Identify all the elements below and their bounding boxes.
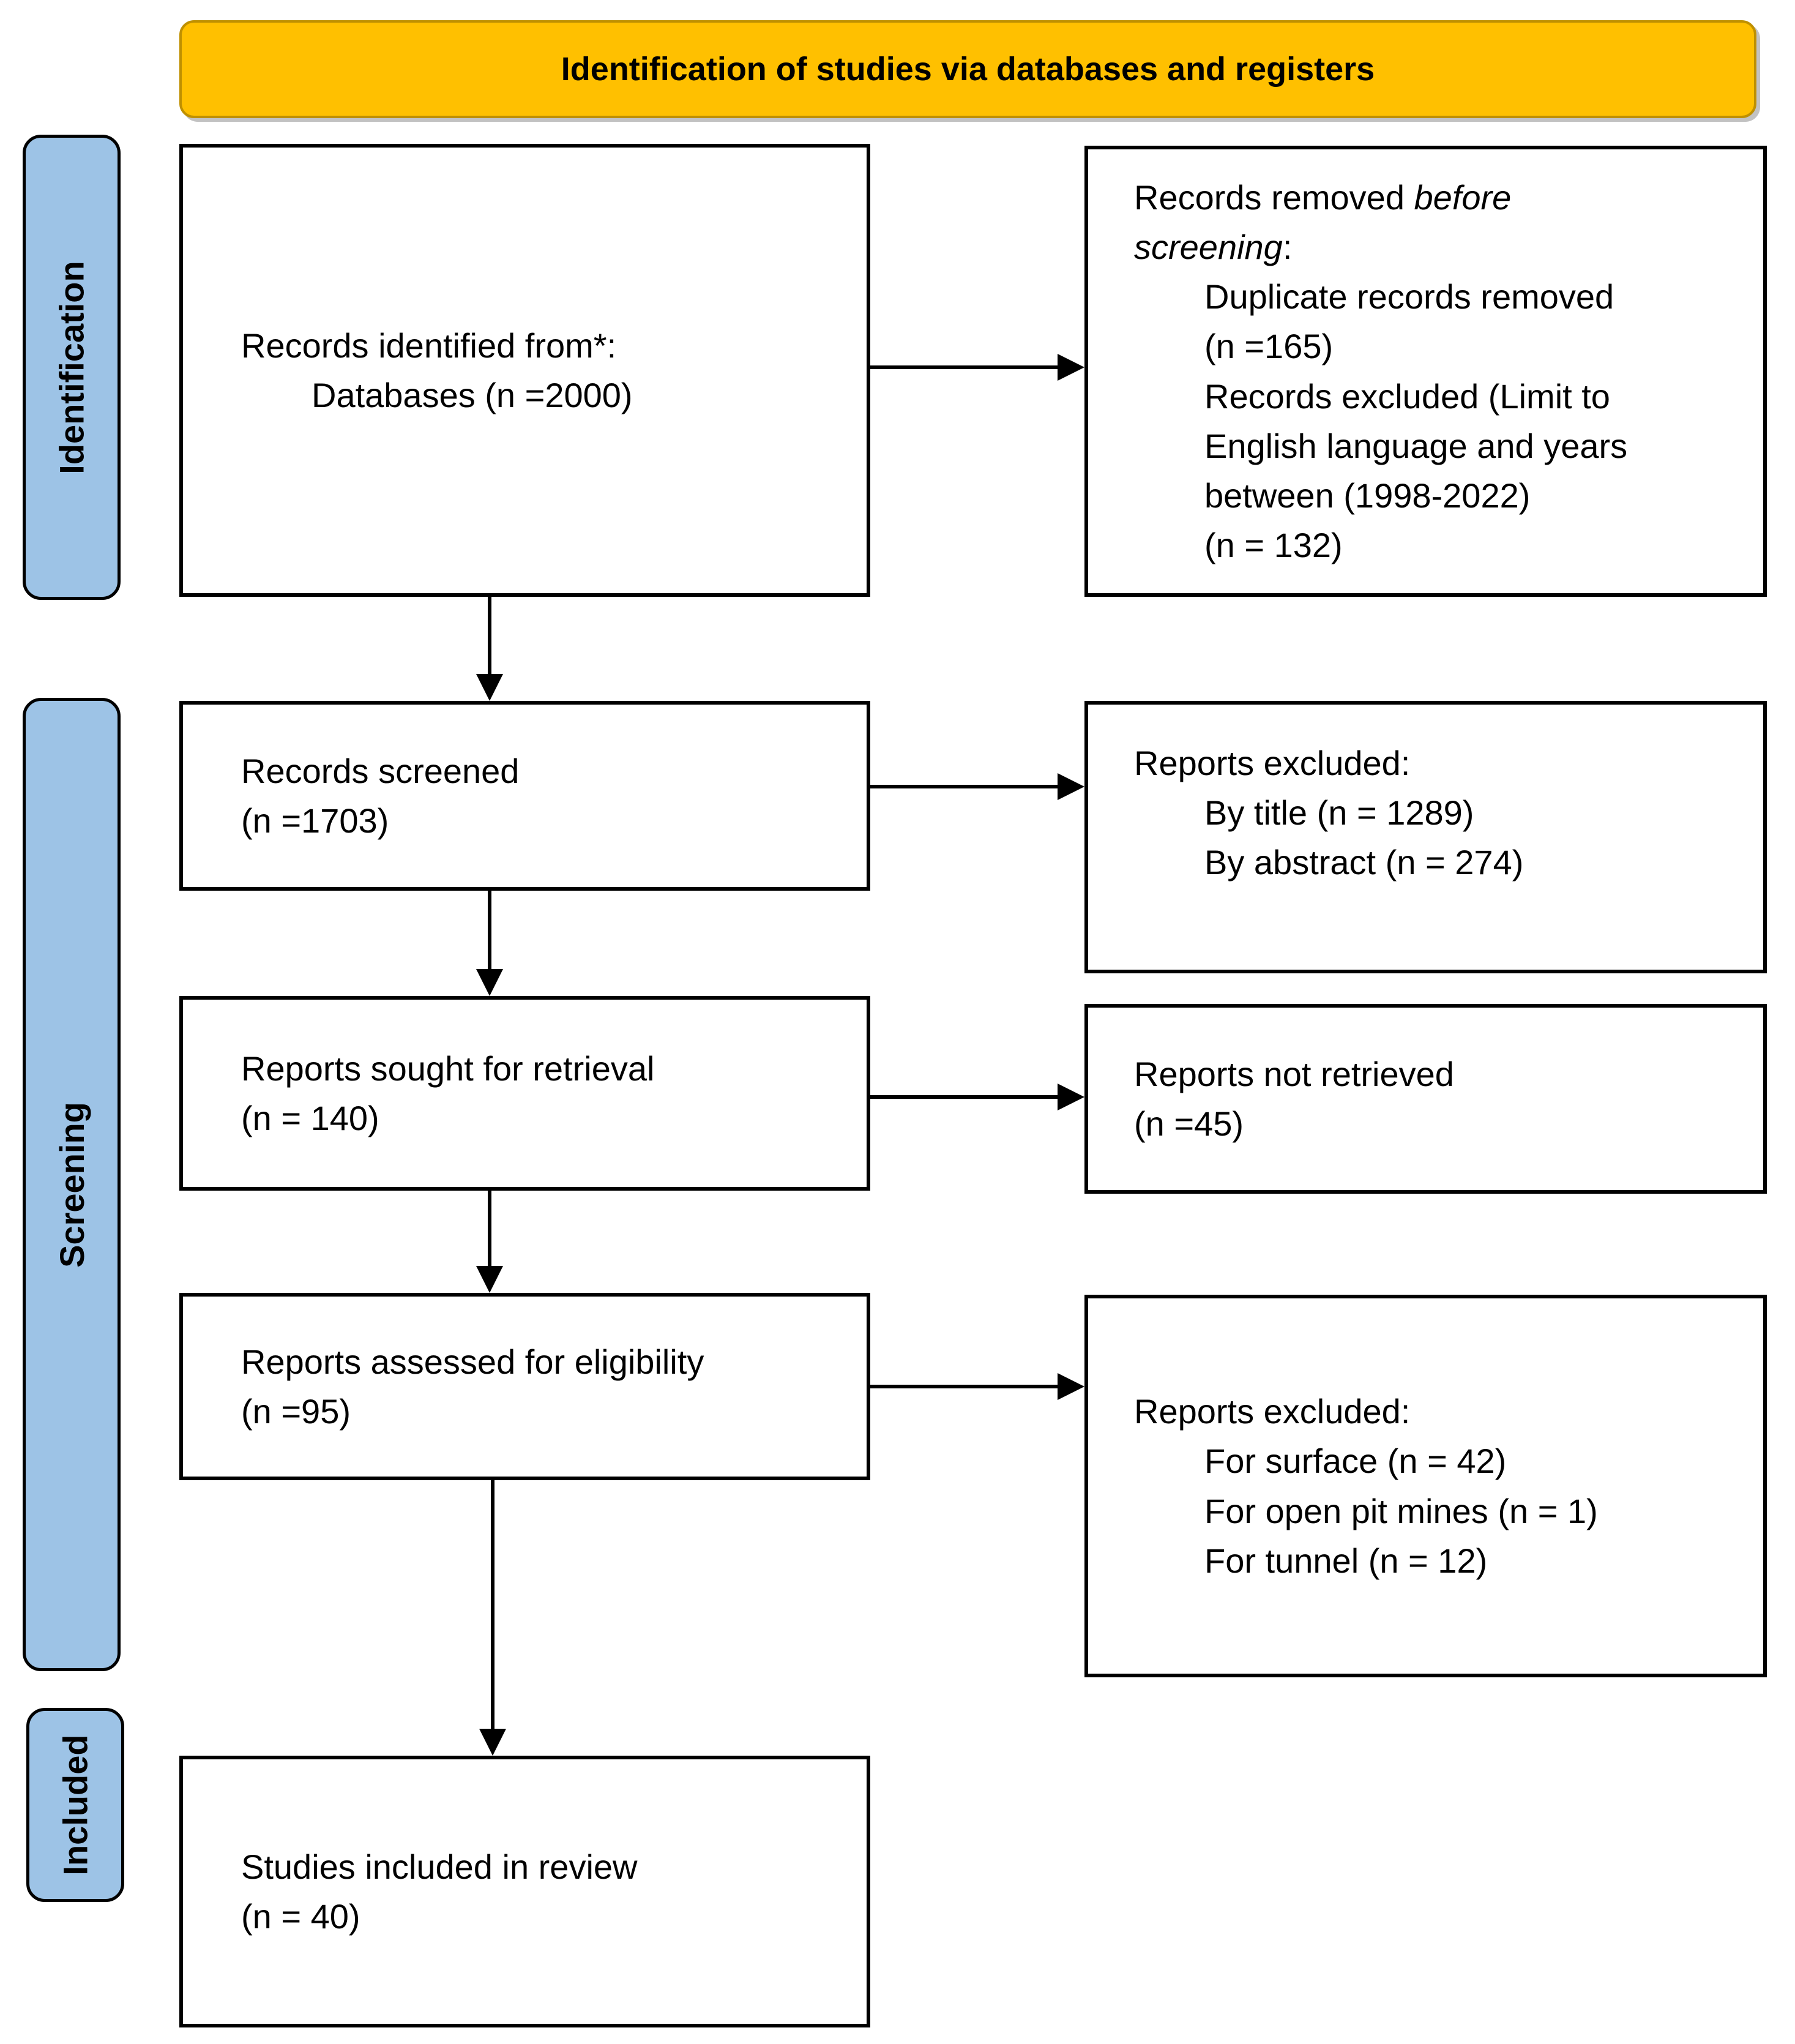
down-arrow-identified-to-screened-icon: [476, 597, 503, 701]
records-screened-line1: Records screened: [241, 751, 520, 790]
down-arrow-assessed-to-included-icon: [479, 1480, 506, 1756]
box-reports-assessed: Reports assessed for eligibility (n =95): [179, 1293, 870, 1480]
reports-not-retrieved-line2: (n =45): [1134, 1104, 1244, 1143]
line: between (1998-2022): [1204, 476, 1531, 515]
stage-identification: Identification: [23, 135, 121, 600]
records-identified-title: Records identified from*:: [241, 326, 617, 365]
box-records-identified: Records identified from*: Databases (n =…: [179, 144, 870, 597]
records-removed-title-italic: before screening: [1134, 178, 1512, 266]
reports-assessed-line1: Reports assessed for eligibility: [241, 1342, 704, 1381]
line: By title (n = 1289): [1204, 793, 1474, 833]
stage-screening: Screening: [23, 698, 121, 1671]
reports-excluded-eligibility-items: For surface (n = 42) For open pit mines (…: [1134, 1436, 1742, 1585]
right-arrow-sought-to-not-retrieved-icon: [870, 1084, 1084, 1110]
box-reports-excluded-screening: Reports excluded: By title (n = 1289)By …: [1084, 701, 1767, 973]
line: English language and years: [1204, 426, 1628, 465]
line: Databases (n =2000): [312, 376, 633, 414]
records-removed-title: Records removed before screening:: [1134, 178, 1512, 266]
box-reports-sought: Reports sought for retrieval (n = 140): [179, 996, 870, 1191]
right-arrow-identified-to-removed-icon: [870, 354, 1084, 381]
line: For surface (n = 42): [1204, 1442, 1507, 1481]
box-reports-excluded-eligibility: Reports excluded: For surface (n = 42)Fo…: [1084, 1295, 1767, 1677]
records-removed-items: Duplicate records removed (n =165) Records…: [1134, 272, 1742, 570]
banner-title: Identification of studies via databases …: [561, 51, 1375, 88]
down-arrow-sought-to-assessed-icon: [476, 1191, 503, 1293]
banner: Identification of studies via databases …: [179, 20, 1756, 118]
stage-identification-label: Identification: [52, 260, 91, 474]
reports-not-retrieved-line1: Reports not retrieved: [1134, 1054, 1454, 1093]
reports-sought-line2: (n = 140): [241, 1099, 379, 1137]
line: Records excluded (Limit to: [1204, 376, 1610, 416]
box-reports-not-retrieved: Reports not retrieved (n =45): [1084, 1004, 1767, 1194]
line: (n =165): [1204, 327, 1334, 366]
reports-excluded-screening-items: By title (n = 1289) By abstract (n = 274): [1134, 788, 1742, 887]
reports-excluded-eligibility-title: Reports excluded:: [1134, 1392, 1411, 1431]
line: For open pit mines (n = 1): [1204, 1491, 1598, 1530]
stage-screening-label: Screening: [52, 1101, 91, 1268]
studies-included-line2: (n = 40): [241, 1897, 360, 1936]
box-studies-included: Studies included in review (n = 40): [179, 1756, 870, 2027]
stage-included: Included: [26, 1708, 124, 1902]
line: Duplicate records removed: [1204, 277, 1614, 316]
reports-sought-line1: Reports sought for retrieval: [241, 1049, 655, 1088]
line: By abstract (n = 274): [1204, 843, 1524, 882]
box-records-screened: Records screened (n =1703): [179, 701, 870, 891]
line: For tunnel (n = 12): [1204, 1541, 1488, 1580]
records-screened-line2: (n =1703): [241, 801, 389, 840]
line: (n = 132): [1204, 526, 1343, 565]
right-arrow-assessed-to-excluded-icon: [870, 1373, 1084, 1400]
box-records-removed-before-screening: Records removed before screening: Duplic…: [1084, 146, 1767, 597]
right-arrow-screened-to-excluded-icon: [870, 773, 1084, 800]
reports-assessed-line2: (n =95): [241, 1392, 351, 1431]
down-arrow-screened-to-sought-icon: [476, 891, 503, 996]
records-identified-items: Databases (n =2000): [241, 370, 842, 420]
studies-included-line1: Studies included in review: [241, 1847, 638, 1886]
reports-excluded-screening-title: Reports excluded:: [1134, 744, 1411, 782]
stage-included-label: Included: [56, 1734, 95, 1876]
